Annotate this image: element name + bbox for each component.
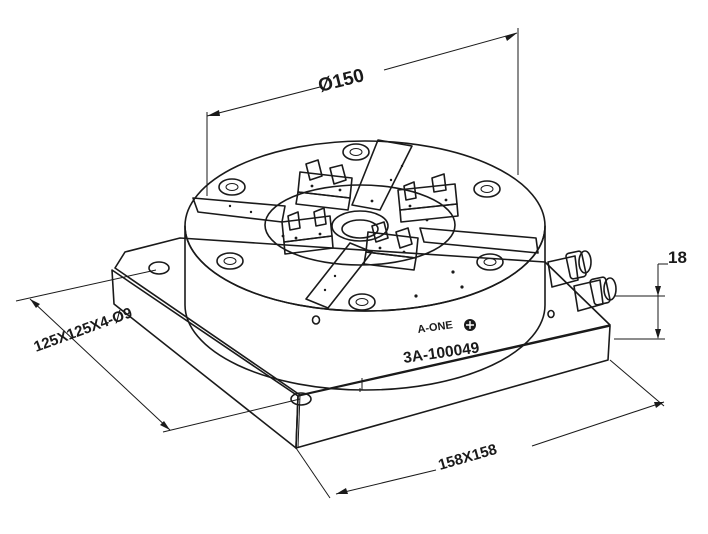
mounting-hole-front	[290, 392, 312, 406]
dimension-diameter-label: Ø150	[316, 65, 366, 97]
t-slot	[419, 227, 539, 254]
jaw	[295, 159, 353, 211]
screw-counterbore	[473, 180, 501, 198]
chuck-side-hole	[311, 315, 321, 325]
t-slot	[305, 242, 373, 309]
chuck-top-face	[184, 140, 546, 312]
screw-counterbore	[342, 143, 370, 161]
base-plate-left-face	[111, 269, 299, 449]
dimension-base: 158X158	[295, 359, 665, 499]
jaw	[281, 207, 334, 255]
dimension-diameter: Ø150	[206, 28, 519, 196]
base-plate-top-face	[114, 237, 611, 396]
base-plate-right-face	[295, 325, 611, 449]
screw-counterbore	[476, 253, 504, 271]
screw-counterbores	[216, 143, 504, 311]
air-fittings	[547, 250, 617, 312]
dimension-height: 18	[614, 248, 687, 340]
brand-name: A-ONE	[417, 319, 454, 336]
t-slots	[192, 139, 539, 309]
air-fitting-lower	[573, 276, 617, 312]
base-plate	[111, 237, 611, 449]
screw-counterbore	[218, 178, 246, 196]
face-dots	[228, 164, 464, 298]
jaw	[397, 173, 459, 223]
t-slot	[351, 139, 413, 211]
screw-counterbore	[348, 293, 376, 311]
air-fitting-upper	[547, 250, 592, 288]
dimension-height-label: 18	[668, 248, 687, 267]
jaw	[363, 221, 419, 271]
dimension-base-label: 158X158	[436, 441, 498, 474]
chuck-side-hole	[547, 309, 555, 319]
center-bore	[331, 210, 389, 242]
screw-counterbore	[216, 252, 244, 270]
jaws	[281, 159, 459, 271]
brand-logo-icon	[464, 319, 476, 331]
mounting-hole-left	[148, 261, 170, 275]
brand-marking: A-ONE 3A-100049	[402, 319, 481, 367]
